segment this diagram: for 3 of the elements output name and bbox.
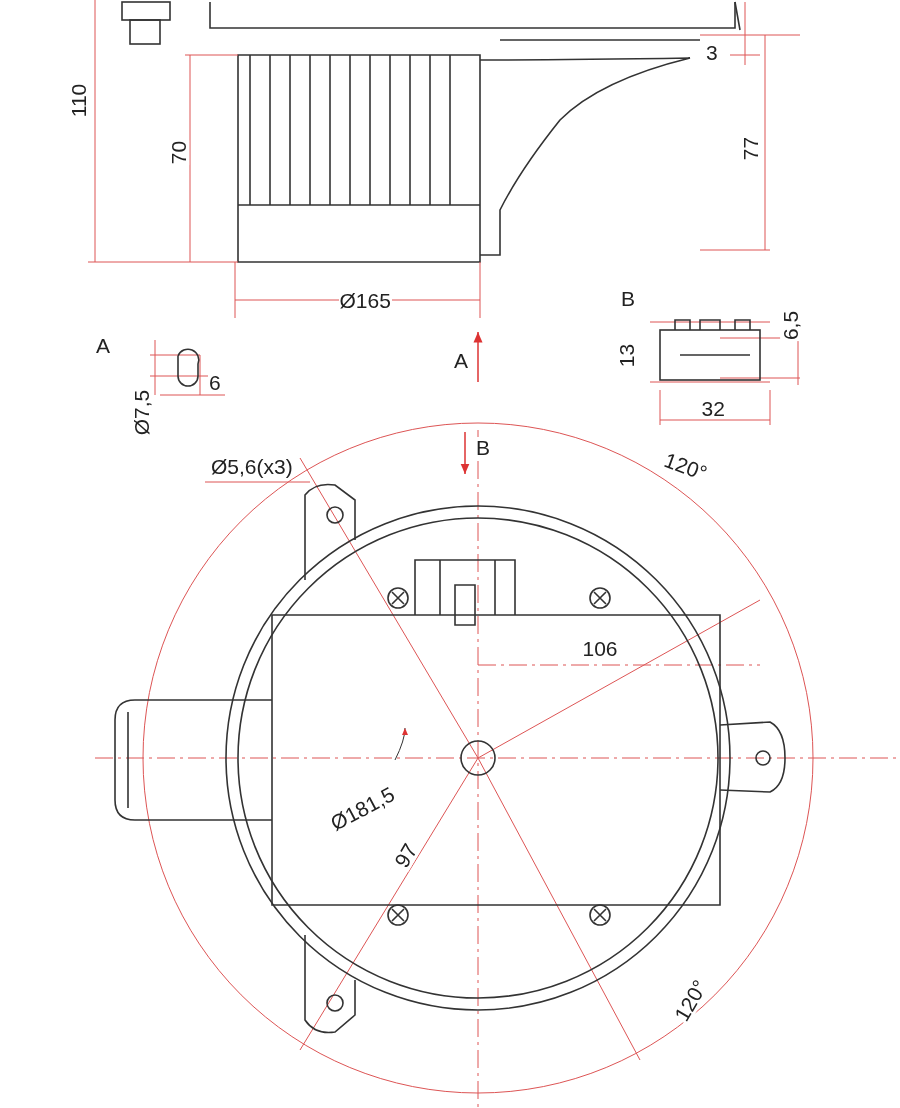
dimension-label: Ø7,5	[131, 388, 153, 436]
dimension-label: 6,5	[779, 309, 801, 341]
view-label: B	[475, 436, 491, 458]
